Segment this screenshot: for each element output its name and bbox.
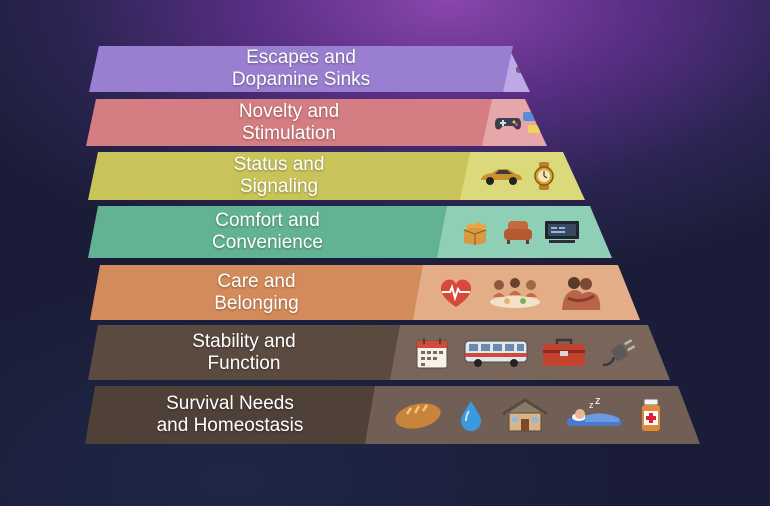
tier-label-band: Novelty and Stimulation xyxy=(86,99,492,146)
house-icon xyxy=(500,397,550,433)
tier-label-band: Escapes and Dopamine Sinks xyxy=(89,46,513,92)
tier-icon-band xyxy=(437,206,612,258)
armchair-icon xyxy=(501,218,535,246)
phone-icon xyxy=(529,63,530,76)
tier-label-band: Stability and Function xyxy=(88,325,400,380)
pyramid-tier-5: Care and Belonging xyxy=(90,265,640,320)
pyramid-tier-1: Escapes and Dopamine Sinks xyxy=(89,46,530,92)
tier-label: Stability and Function xyxy=(192,330,296,374)
tier-label: Survival Needs and Homeostasis xyxy=(156,393,304,436)
chat-bubbles-icon xyxy=(522,111,547,135)
calendar-icon xyxy=(414,336,450,370)
tier-label-band: Care and Belonging xyxy=(90,265,423,320)
pyramid-tier-4: Comfort and Convenience xyxy=(88,206,612,258)
tier-label: Escapes and Dopamine Sinks xyxy=(231,47,371,90)
svg-text:z: z xyxy=(595,398,601,407)
toolbox-icon xyxy=(541,338,587,368)
pyramid-tier-6: Stability and Function xyxy=(88,325,670,380)
gamepad-icon xyxy=(494,114,522,132)
bread-icon xyxy=(393,400,443,430)
svg-text:z: z xyxy=(589,400,594,410)
tier-label-band: Comfort and Convenience xyxy=(88,206,447,258)
bus-icon xyxy=(463,338,529,368)
tv-icon xyxy=(543,219,581,245)
tier-icon-band xyxy=(390,325,670,380)
gold-watch-icon xyxy=(531,161,557,191)
pyramid-tier-2: Novelty and Stimulation xyxy=(86,99,547,146)
snack-icon xyxy=(538,64,550,74)
tier-label-band: Status and Signaling xyxy=(88,152,470,200)
tier-label: Care and Belonging xyxy=(214,270,299,314)
sports-car-icon xyxy=(478,165,524,187)
delivery-box-icon xyxy=(458,218,492,246)
medicine-bottle-icon xyxy=(639,397,663,433)
tier-icon-band xyxy=(460,152,585,200)
game-controller-icon xyxy=(515,63,529,75)
family-dinner-icon xyxy=(487,276,543,310)
water-drop-icon xyxy=(458,399,484,431)
tier-icon-band xyxy=(413,265,640,320)
tier-label-band: Survival Needs and Homeostasis xyxy=(85,386,375,444)
tier-icon-band xyxy=(482,99,547,146)
tier-label: Status and Signaling xyxy=(233,154,325,197)
tier-label: Novelty and Stimulation xyxy=(238,100,340,144)
power-plug-icon xyxy=(600,337,636,369)
hug-icon xyxy=(554,274,606,312)
tier-label: Comfort and Convenience xyxy=(212,210,323,253)
pyramid-tier-3: Status and Signaling xyxy=(88,152,585,200)
heart-pulse-icon xyxy=(437,277,475,309)
